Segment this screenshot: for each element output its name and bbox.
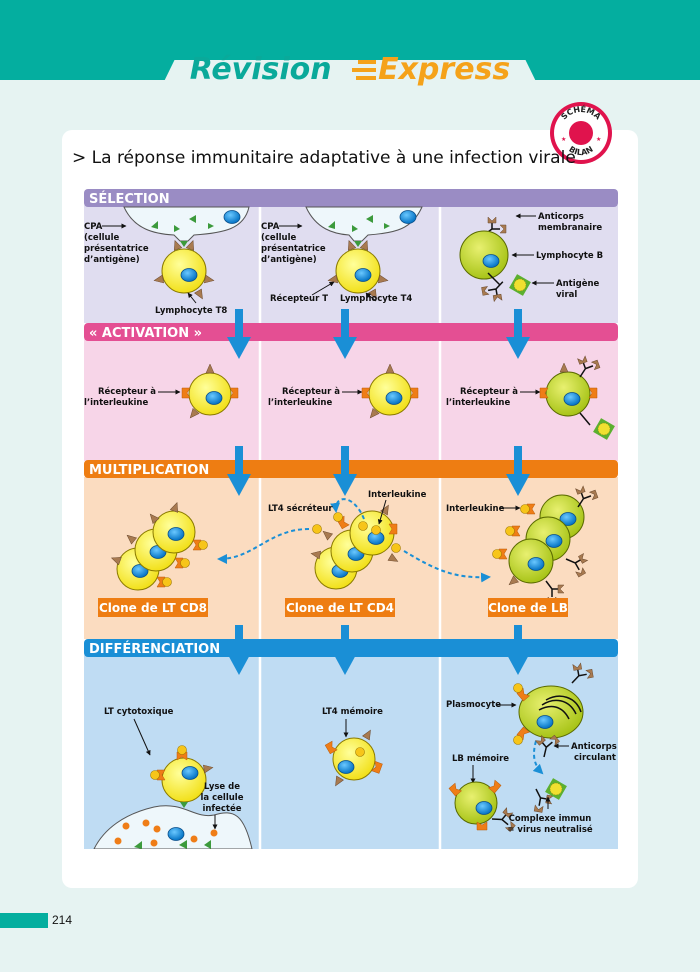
svg-text:infectée: infectée bbox=[202, 803, 241, 814]
svg-text:Interleukine: Interleukine bbox=[446, 504, 505, 514]
header-tab bbox=[155, 60, 545, 100]
svg-text:d’antigène): d’antigène) bbox=[84, 254, 140, 265]
stage-label-selection: SÉLECTION bbox=[89, 191, 170, 207]
svg-text:Anticorps: Anticorps bbox=[571, 742, 617, 752]
svg-text:Lyse de: Lyse de bbox=[204, 782, 240, 792]
flow-arrow-icon bbox=[506, 625, 530, 675]
multiplication-col3: Interleukine bbox=[446, 481, 600, 604]
svg-text:l’interleukine: l’interleukine bbox=[84, 398, 148, 408]
svg-text:LT cytotoxique: LT cytotoxique bbox=[104, 707, 174, 717]
schema-bilan-stamp: SCHÉMA BILAN ★ ★ bbox=[550, 102, 612, 164]
brand-express: Express bbox=[378, 52, 511, 87]
svg-text:présentatrice: présentatrice bbox=[84, 243, 149, 254]
clone-cd8-label: Clone de LT CD8 bbox=[99, 601, 207, 615]
flow-arrow-icon bbox=[333, 446, 357, 496]
stage-label-differenciation: DIFFÉRENCIATION bbox=[89, 641, 220, 657]
differenciation-col1: LT cytotoxique Lyse de la cellule infect… bbox=[93, 707, 253, 849]
svg-text:Lymphocyte T8: Lymphocyte T8 bbox=[155, 306, 227, 316]
lymphocyte-b-cell bbox=[459, 230, 509, 280]
svg-text:LB mémoire: LB mémoire bbox=[452, 753, 509, 764]
brand-revision: Révision bbox=[189, 52, 332, 87]
lt4-memory-cell bbox=[332, 737, 376, 781]
activation-col2: Récepteur à l’interleukine bbox=[268, 363, 419, 421]
svg-text:Interleukine: Interleukine bbox=[368, 490, 427, 500]
svg-text:d’antigène): d’antigène) bbox=[261, 254, 317, 265]
clone-lb-label: Clone de LB bbox=[488, 601, 568, 615]
lt-cytotoxic-cell bbox=[161, 757, 207, 803]
section-activation: « ACTIVATION » bbox=[84, 323, 618, 461]
clone-labels: Clone de LT CD8 Clone de LT CD4 Clone de… bbox=[98, 598, 568, 617]
svg-text:la cellule: la cellule bbox=[201, 793, 244, 803]
svg-text:l’interleukine: l’interleukine bbox=[446, 398, 510, 408]
flow-arrow-icon bbox=[506, 309, 530, 359]
svg-text:= virus neutralisé: = virus neutralisé bbox=[507, 824, 593, 835]
svg-text:Récepteur à: Récepteur à bbox=[460, 386, 518, 397]
svg-text:membranaire: membranaire bbox=[538, 223, 602, 233]
svg-text:★: ★ bbox=[561, 136, 566, 143]
svg-text:l’interleukine: l’interleukine bbox=[268, 398, 332, 408]
differenciation-col3: Plasmocyte Anticorps circulant LB mémoir… bbox=[446, 660, 617, 835]
clone-cd4-label: Clone de LT CD4 bbox=[286, 601, 394, 615]
flow-arrow-icon bbox=[227, 446, 251, 496]
flow-arrow-icon bbox=[227, 625, 251, 675]
svg-text:(cellule: (cellule bbox=[261, 233, 296, 243]
multiplication-col2: LT4 sécréteur Interleukine bbox=[217, 490, 491, 590]
flow-arrow-icon bbox=[506, 446, 530, 496]
plasmocyte-cell bbox=[518, 685, 584, 739]
svg-text:CPA: CPA bbox=[84, 222, 103, 232]
infected-cell bbox=[93, 805, 253, 849]
selection-col3: Anticorps membranaire Lymphocyte B Antig… bbox=[459, 212, 603, 304]
differenciation-col2: LT4 mémoire bbox=[322, 706, 383, 789]
flow-arrow-icon bbox=[333, 625, 357, 675]
brand-logo: Révision Express bbox=[0, 52, 700, 87]
svg-text:★: ★ bbox=[596, 136, 601, 143]
page-number-bar bbox=[0, 913, 48, 928]
flow-arrow-icon bbox=[227, 309, 251, 359]
svg-text:Antigène: Antigène bbox=[556, 278, 600, 289]
svg-text:viral: viral bbox=[556, 290, 577, 300]
activation-col1: Récepteur à l’interleukine bbox=[84, 363, 239, 421]
stage-label-activation: « ACTIVATION » bbox=[89, 326, 202, 341]
svg-text:Complexe immun: Complexe immun bbox=[509, 814, 592, 824]
svg-text:Récepteur à: Récepteur à bbox=[98, 386, 156, 397]
multiplication-col1 bbox=[109, 500, 208, 591]
flow-arrows bbox=[227, 309, 530, 675]
immune-response-diagram: SÉLECTION « ACTIVATION » MULTIPLICATION … bbox=[84, 189, 618, 849]
activation-col3: Récepteur à l’interleukine bbox=[446, 351, 616, 441]
svg-text:Récepteur T: Récepteur T bbox=[270, 293, 328, 304]
svg-text:Plasmocyte: Plasmocyte bbox=[446, 700, 501, 710]
svg-text:circulant: circulant bbox=[574, 753, 616, 763]
svg-text:Anticorps: Anticorps bbox=[538, 212, 584, 222]
page-title: > La réponse immunitaire adaptative à un… bbox=[72, 148, 576, 168]
selection-col2: CPA (cellule présentatrice d’antigène) R… bbox=[261, 206, 423, 304]
svg-text:Lymphocyte T4: Lymphocyte T4 bbox=[340, 294, 412, 304]
svg-text:LT4 mémoire: LT4 mémoire bbox=[322, 706, 383, 717]
column-dividers bbox=[258, 207, 442, 849]
speed-lines-icon bbox=[352, 60, 377, 80]
svg-text:Lymphocyte B: Lymphocyte B bbox=[536, 251, 603, 261]
svg-text:Récepteur à: Récepteur à bbox=[282, 386, 340, 397]
flow-arrow-icon bbox=[333, 309, 357, 359]
stage-label-multiplication: MULTIPLICATION bbox=[89, 463, 209, 478]
selection-col1: CPA (cellule présentatrice d’antigène) L… bbox=[84, 206, 250, 316]
svg-text:LT4 sécréteur: LT4 sécréteur bbox=[268, 503, 333, 514]
svg-text:présentatrice: présentatrice bbox=[261, 243, 326, 254]
svg-text:(cellule: (cellule bbox=[84, 233, 119, 243]
page-number: 214 bbox=[52, 913, 73, 927]
svg-text:CPA: CPA bbox=[261, 222, 280, 232]
